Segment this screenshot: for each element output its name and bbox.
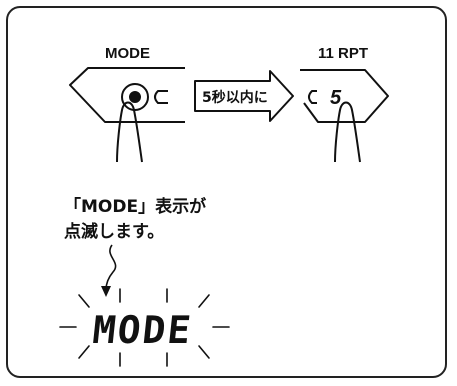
finger-left bbox=[116, 101, 143, 163]
caption-line-1: 「MODE」表示が bbox=[64, 197, 207, 217]
mode-button-label: MODE bbox=[105, 45, 150, 62]
blinking-display: MODE bbox=[91, 308, 195, 352]
arrow-shape: 5秒以内に bbox=[194, 70, 294, 122]
blink-rays bbox=[59, 288, 230, 367]
rpt-button-label: 11 RPT bbox=[318, 45, 369, 62]
rpt-display-digit: 5 bbox=[330, 87, 342, 109]
arrow-label: 5秒以内に bbox=[202, 89, 268, 106]
finger-right bbox=[334, 101, 361, 163]
pointer-arrowhead bbox=[101, 286, 111, 297]
mode-button[interactable] bbox=[69, 67, 185, 123]
rpt-button[interactable] bbox=[300, 69, 389, 123]
pointer-arrow bbox=[105, 244, 117, 291]
illustration-frame bbox=[6, 6, 447, 378]
caption-line-2: 点滅します。 bbox=[64, 222, 165, 242]
